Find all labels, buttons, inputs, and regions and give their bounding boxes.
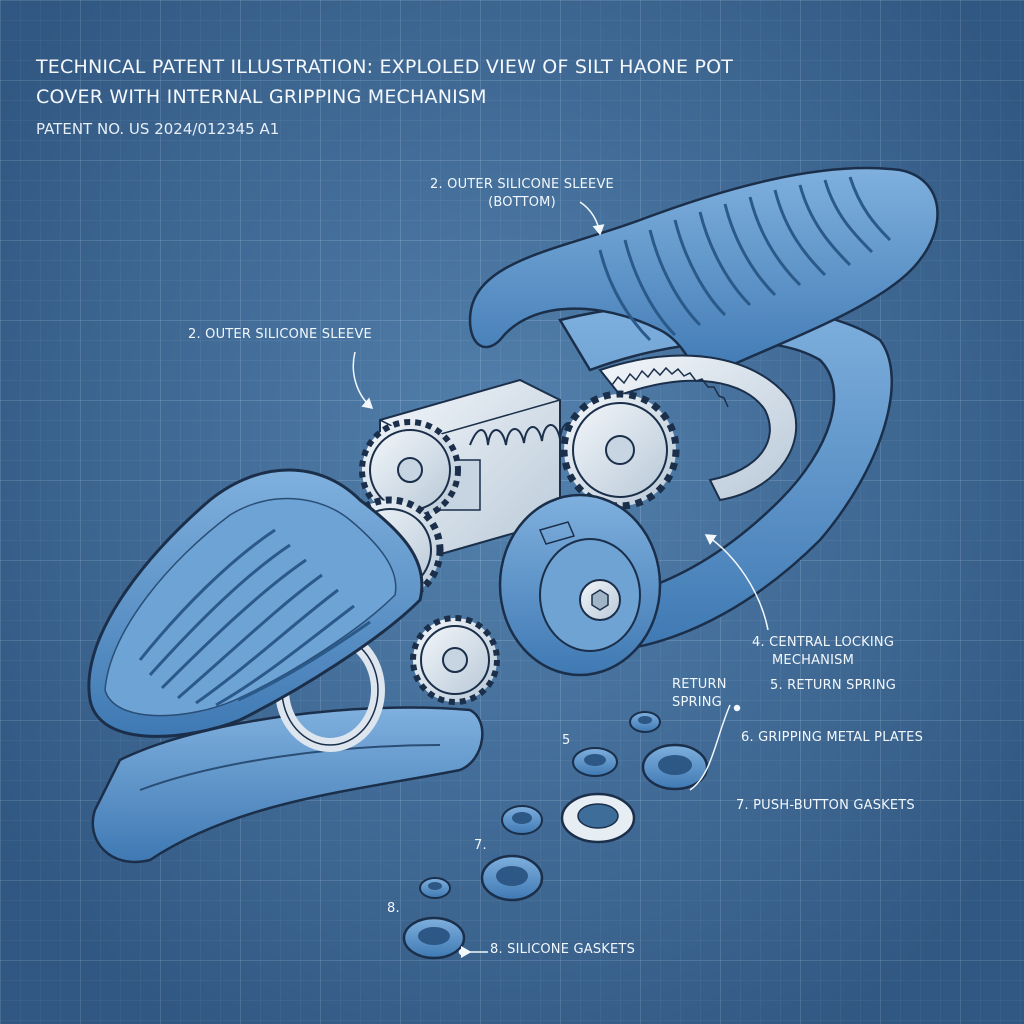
callout-locking-line2: MECHANISM <box>772 653 855 668</box>
patent-number: PATENT NO. US 2024/012345 A1 <box>36 120 280 138</box>
callout-sleeve-bottom-line1: 2. OUTER SILICONE SLEEVE <box>430 177 614 192</box>
callout-sleeve-bottom-line2: (BOTTOM) <box>488 195 556 210</box>
callout-return-left-line2: SPRING <box>672 695 722 710</box>
central-locking-disk <box>498 493 662 677</box>
gasket-2 <box>572 747 618 777</box>
left-ribbed-pad <box>87 468 424 738</box>
callout-sleeve: 2. OUTER SILICONE SLEEVE <box>188 327 372 342</box>
callout-return-spring: 5. RETURN SPRING <box>770 678 897 693</box>
callout-number-8: 8. <box>387 901 400 916</box>
gasket-8 <box>402 916 466 960</box>
callout-return-left-line1: RETURN <box>672 677 727 692</box>
gasket-1 <box>629 711 661 733</box>
title-block: TECHNICAL PATENT ILLUSTRATION: EXPLOLED … <box>36 52 733 144</box>
callout-number-7: 7. <box>474 838 487 853</box>
callout-return-spring-left: RETURN SPRING <box>672 676 727 712</box>
callout-number-5: 5 <box>562 733 571 748</box>
gasket-3 <box>641 743 709 791</box>
gasket-4-white <box>560 792 636 844</box>
title-line-1: TECHNICAL PATENT ILLUSTRATION: EXPLOLED … <box>36 56 734 78</box>
callout-locking: 4. CENTRAL LOCKING MECHANISM <box>752 634 894 670</box>
gasket-7 <box>419 877 451 899</box>
top-sleeve-part <box>468 166 939 382</box>
title-line-2: COVER WITH INTERNAL GRIPPING MECHANISM <box>36 86 487 108</box>
callout-silicone-gaskets: 8. SILICONE GASKETS <box>490 942 636 957</box>
callout-sleeve-bottom: 2. OUTER SILICONE SLEEVE (BOTTOM) <box>430 176 614 212</box>
leader-lines <box>352 201 769 958</box>
gear-lower <box>410 615 500 705</box>
callout-gripping-plates: 6. GRIPPING METAL PLATES <box>741 730 924 745</box>
gasket-5 <box>501 805 543 835</box>
gripping-metal-plate <box>598 354 798 502</box>
top-sleeve-ribs <box>598 176 892 342</box>
left-pad-ribs <box>138 528 371 707</box>
callout-locking-line1: 4. CENTRAL LOCKING <box>752 635 895 650</box>
gasket-6 <box>480 854 544 902</box>
gear-right-upper <box>560 390 680 510</box>
callout-push-button-gaskets: 7. PUSH-BUTTON GASKETS <box>736 798 915 813</box>
